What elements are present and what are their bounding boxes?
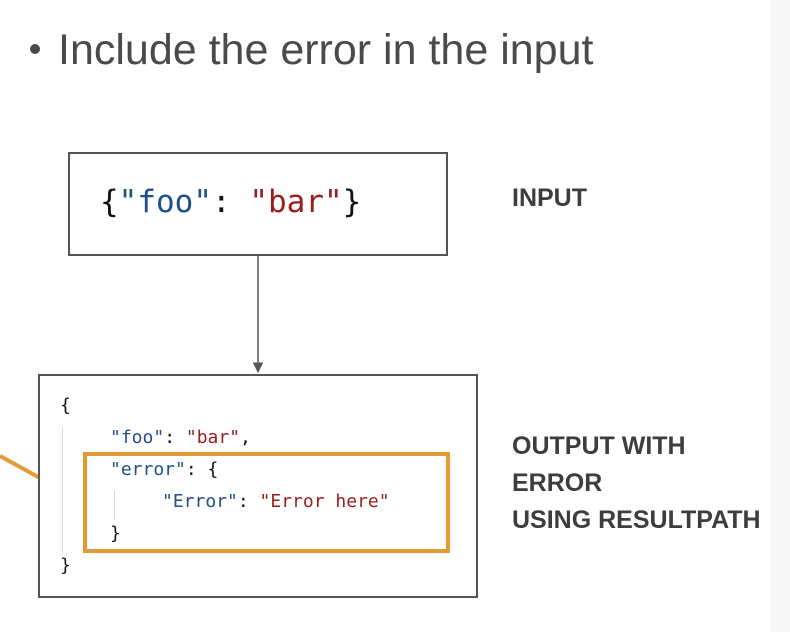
output-foo-key: "foo" [110,427,165,448]
input-colon: : [212,184,250,220]
output-line-inner: "Error": "Error here" [162,486,390,518]
output-line-error: "error": { [110,454,218,486]
bullet-text: Include the error in the input [58,26,594,74]
input-open-brace: { [100,184,119,220]
input-label: INPUT [512,184,587,212]
output-inner-key: "Error" [162,491,238,512]
output-label-line-3: USING RESULTPATH [512,506,761,534]
output-json-box: { "foo": "bar", "error": { "Error": "Err… [38,374,478,598]
output-foo-comma: , [240,427,251,448]
output-foo-colon: : [164,427,186,448]
input-key: "foo" [118,184,212,220]
output-error-key: "error" [110,459,186,480]
output-inner-colon: : [237,491,260,512]
input-json-box: {"foo": "bar"} [68,152,448,256]
output-inner-close-brace: } [110,523,121,544]
output-open-brace: { [60,395,71,416]
bullet-dot-icon [30,43,40,54]
output-close-brace: } [60,555,71,576]
output-inner-value: "Error here" [259,491,390,512]
input-value: "bar" [249,184,343,220]
output-error-colon: : { [185,459,219,480]
bullet-point: Include the error in the input [30,26,593,75]
output-line-open: { [60,390,71,422]
output-label-line-2: ERROR [512,469,603,497]
outer-indent-guide [62,428,63,552]
input-close-brace: } [342,184,362,220]
output-line-inner-close: } [110,518,121,550]
inner-indent-guide [114,490,115,520]
input-json: {"foo": "bar"} [100,184,361,220]
output-line-close: } [60,550,71,582]
output-line-foo: "foo": "bar", [110,422,251,454]
output-foo-value: "bar" [185,427,241,448]
output-label-line-1: OUTPUT WITH [512,432,686,460]
error-highlight-box [83,452,450,553]
output-label: OUTPUT WITH ERROR USING RESULTPATH [512,428,761,539]
right-edge-shade [770,0,790,632]
